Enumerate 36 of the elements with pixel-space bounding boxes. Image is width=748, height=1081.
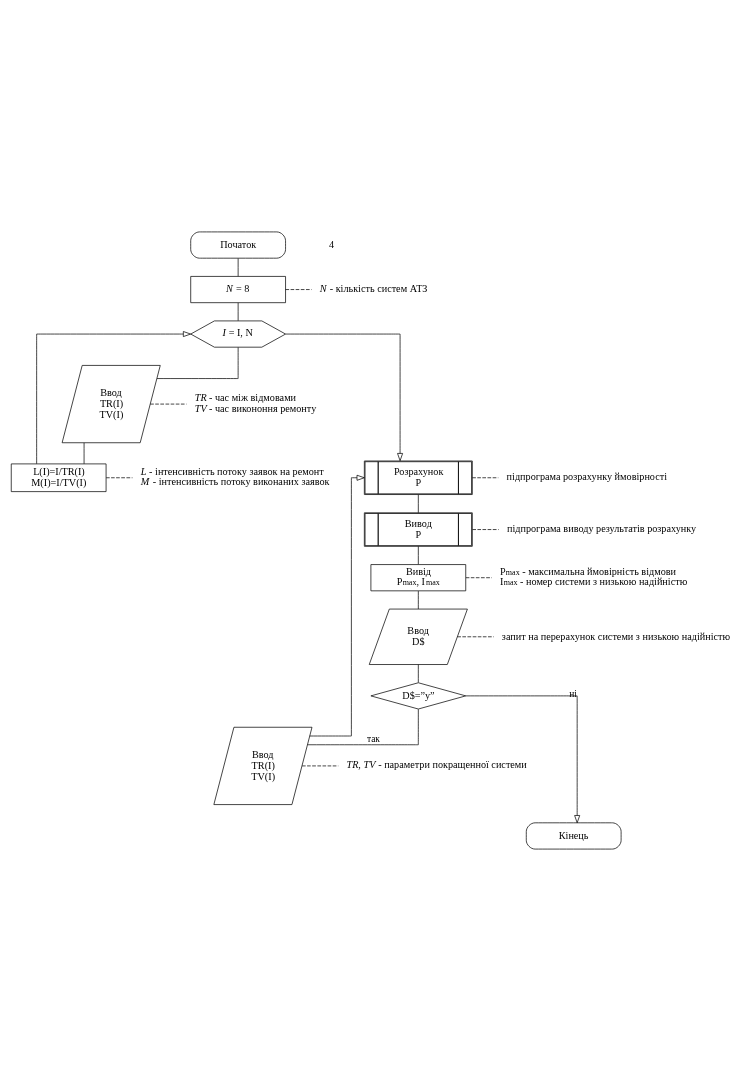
connector	[417, 494, 419, 514]
label: 4	[328, 238, 335, 250]
connector	[285, 289, 312, 290]
connector	[301, 765, 339, 767]
node-text: підпрограма розрахунку ймовірності	[506, 471, 668, 483]
node-text: підпрограма виводу результатів розрахунку	[506, 523, 697, 535]
connector	[156, 347, 239, 379]
node-text: TR - час між відмовами TV - час викононня ремонту	[194, 392, 317, 414]
connector	[237, 258, 239, 277]
arrow	[36, 331, 191, 465]
connector	[472, 529, 499, 530]
connector	[105, 477, 133, 479]
node-box: Вивід Pmax, Imax	[370, 564, 467, 592]
node-diamond: D$=”y”	[370, 682, 467, 710]
node-text: N - кількість систем АТЗ	[319, 282, 428, 294]
node-text: Pmax - максимальна ймовірність відмови Imax - номер системи з низькою надійністю	[500, 565, 688, 588]
edge-label: ні	[569, 689, 577, 700]
connector	[457, 636, 495, 638]
arrow	[285, 333, 403, 462]
node-text: L - інтенсивність потоку заявок на ремонт M - інтенсивність потоку виконаних заявок	[140, 465, 330, 488]
connector	[417, 664, 419, 683]
connector	[465, 577, 493, 579]
connector	[417, 546, 419, 565]
node-box: L(I)=I/TR(I) M(I)=I/TV(I)	[10, 463, 107, 492]
node-text: TR, TV - параметри покращенної системи	[346, 758, 527, 770]
connector	[149, 403, 187, 405]
node-box: N = 8	[190, 276, 286, 304]
node-box: Початок	[190, 231, 286, 259]
node-text: запит на перерахунок системи з низькою надійністю	[501, 630, 731, 642]
node-box: Кінець	[525, 822, 622, 850]
edge-label: так	[366, 734, 380, 745]
connector	[307, 708, 419, 746]
arrow	[465, 695, 581, 824]
connector	[417, 590, 419, 610]
connector	[471, 477, 499, 479]
arrow	[309, 474, 365, 737]
